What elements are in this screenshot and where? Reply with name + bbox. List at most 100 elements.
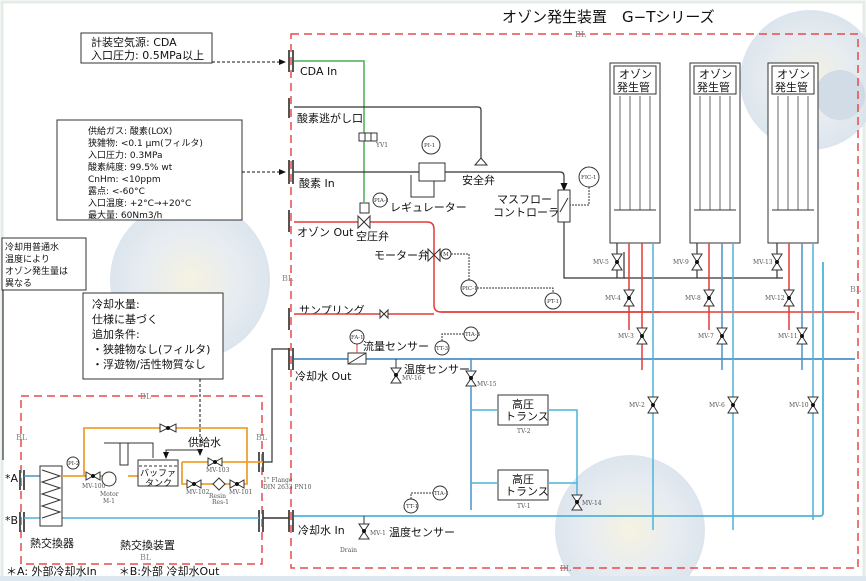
mass-flow-controller[interactable]: FIC-1 マスフロー コントローラ [493, 166, 600, 223]
port-o2-in: 酸素 In [299, 176, 335, 190]
valve-mv102[interactable]: MV-102 [186, 479, 210, 496]
svg-text:入口温度: +2°C→+20°C: 入口温度: +2°C→+20°C [88, 197, 191, 209]
regulator[interactable]: PI-1 レギュレーター [390, 135, 467, 214]
svg-text:高圧: 高圧 [512, 397, 534, 411]
svg-text:酸素純度: 99.5% wt: 酸素純度: 99.5% wt [88, 161, 173, 173]
svg-text:入口圧力: 0.3MPa: 入口圧力: 0.3MPa [88, 149, 163, 161]
label-a: *A [5, 472, 19, 485]
port-cw-in: 冷却水 In [298, 524, 345, 537]
valve-tag: MV-8 [685, 295, 701, 302]
valve-mv-6[interactable]: MV-6 [709, 396, 739, 414]
valve-mv-13[interactable]: MV-13 [753, 253, 783, 271]
valve-mv16[interactable]: MV-16 [390, 359, 422, 384]
valve-tag: MV-6 [709, 402, 725, 409]
svg-text:オゾン: オゾン [699, 68, 732, 81]
valve-mv100[interactable]: MV-100 [82, 471, 106, 490]
svg-text:YV1: YV1 [375, 142, 388, 149]
svg-text:PI-1: PI-1 [424, 143, 435, 149]
safety-valve[interactable]: 安全弁 [462, 157, 495, 187]
ozone-generator-3[interactable]: オゾン 発生管 [767, 62, 819, 244]
valve-mv14[interactable]: MV-14 [571, 494, 602, 511]
svg-text:バッファ: バッファ [140, 468, 176, 479]
valve-tag: MV-10 [789, 402, 809, 409]
svg-text:タンク: タンク [145, 478, 172, 489]
valve-mv101[interactable]: MV-101 [229, 479, 252, 496]
temp-sensor-in[interactable]: TT-1 TIA-1 温度センサー [389, 485, 455, 539]
valve-mv-12[interactable]: MV-12 [765, 289, 795, 307]
svg-text:PT-1: PT-1 [547, 299, 559, 305]
motor-valve[interactable]: M モーター弁 PIC-1 PT-1 [374, 247, 562, 310]
pipe-cw-in [294, 262, 824, 517]
pressure-gauge-pi2[interactable]: PI-2 [66, 456, 80, 470]
svg-text:高圧: 高圧 [512, 472, 534, 486]
svg-text:MV-101: MV-101 [229, 489, 252, 496]
svg-text:仕様に基づく: 仕様に基づく [92, 312, 158, 326]
valve-mv-2[interactable]: MV-2 [629, 396, 659, 414]
svg-text:オゾン: オゾン [777, 68, 810, 81]
valve-tag: MV-2 [629, 402, 645, 409]
svg-text:狭雑物: <0.1 μm(フィルタ): 狭雑物: <0.1 μm(フィルタ) [88, 137, 203, 149]
svg-text:温度により: 温度により [5, 253, 50, 265]
valve-tag: MV-7 [698, 333, 714, 340]
svg-text:MV-100: MV-100 [82, 483, 106, 490]
valve-mv-4[interactable]: MV-4 [605, 289, 635, 307]
sampling-valve[interactable] [379, 308, 389, 320]
hv-transformer-tv1[interactable]: 高圧 トランス TV-1 [497, 469, 549, 510]
svg-text:TT-3: TT-3 [436, 346, 449, 352]
pipe-o2-in [294, 171, 568, 192]
note-oxygen: 供給ガス: 酸素(LOX) 狭雑物: <0.1 μm(フィルタ) 入口圧力: 0… [56, 119, 243, 221]
valve-loop-top[interactable] [159, 423, 177, 433]
valve-mv-11[interactable]: MV-11 [778, 327, 808, 345]
bl-label-right: BL [850, 285, 862, 294]
hv-transformer-tv2[interactable]: 高圧 トランス TV-2 [497, 394, 549, 435]
bl-label-bottom: BL [560, 564, 572, 573]
svg-text:異なる: 異なる [5, 278, 32, 289]
pipe-ozone-out [294, 221, 855, 313]
svg-text:Resin: Resin [209, 493, 226, 500]
svg-text:トランス: トランス [505, 485, 549, 498]
valve-tag: MV-13 [753, 259, 773, 266]
pipe-o2-to-generators [563, 222, 625, 279]
svg-text:TV-1: TV-1 [517, 503, 531, 510]
svg-text:CnHm: <10ppm: CnHm: <10ppm [88, 175, 161, 185]
svg-text:・狭雑物なし(フィルタ): ・狭雑物なし(フィルタ) [92, 342, 210, 356]
svg-text:発生管: 発生管 [697, 80, 730, 94]
bl-label-hx-left: BL [16, 433, 28, 442]
bl-label-top: BL [575, 30, 587, 39]
svg-text:最大量: 60Nm3/h: 最大量: 60Nm3/h [88, 209, 162, 221]
valve-tag: MV-12 [765, 295, 785, 302]
flow-sensor[interactable]: FA-1 流量センサー [347, 329, 429, 365]
valve-mv-10[interactable]: MV-10 [789, 396, 819, 414]
valve-mv-5[interactable]: MV-5 [593, 253, 623, 271]
valve-mv103[interactable]: MV-103 [206, 457, 230, 474]
note-cooling-general: 冷却用普通水 温度により オゾン発生量は 異なる [1, 237, 87, 291]
svg-text:発生管: 発生管 [617, 80, 650, 94]
svg-text:安全弁: 安全弁 [462, 173, 495, 187]
resin-filter[interactable]: Resin Res-1 [209, 477, 229, 506]
solenoid-valve-yv1[interactable]: YV1 [358, 132, 388, 149]
valve-mv-7[interactable]: MV-7 [698, 327, 728, 345]
svg-text:PIA-1: PIA-1 [374, 198, 389, 204]
ozone-generator-1[interactable]: オゾン 発生管 [609, 62, 661, 244]
svg-text:Motor: Motor [100, 491, 119, 498]
svg-text:・浮遊物/活性物質なし: ・浮遊物/活性物質なし [92, 357, 206, 371]
buffer-tank[interactable]: バッファ タンク [137, 459, 179, 489]
svg-text:計装空気源: CDA: 計装空気源: CDA [91, 35, 177, 49]
pipe-cda [294, 60, 365, 202]
valve-mv15[interactable]: MV-15 [465, 370, 497, 388]
air-operated-valve[interactable]: PIA-1 空圧弁 [356, 192, 389, 243]
valve-mv-9[interactable]: MV-9 [673, 253, 703, 271]
temp-sensor-out[interactable]: TT-3 TIA-3 温度センサー [404, 326, 481, 376]
svg-text:発生管: 発生管 [775, 80, 808, 94]
svg-text:空圧弁: 空圧弁 [356, 229, 389, 243]
svg-text:MV-15: MV-15 [477, 381, 497, 388]
port-cda-in: CDA In [300, 65, 337, 78]
heat-exchanger[interactable]: 熱交換器 [30, 465, 74, 550]
ozone-generator-2[interactable]: オゾン 発生管 [689, 62, 741, 244]
boundary-main [290, 33, 859, 569]
valve-mv1[interactable]: MV-1 Drain [340, 516, 386, 554]
motor-pump[interactable]: Motor M-1 [100, 471, 119, 505]
valve-mv-3[interactable]: MV-3 [618, 327, 648, 345]
valve-mv-8[interactable]: MV-8 [685, 289, 715, 307]
svg-text:TIA-1: TIA-1 [434, 491, 449, 497]
